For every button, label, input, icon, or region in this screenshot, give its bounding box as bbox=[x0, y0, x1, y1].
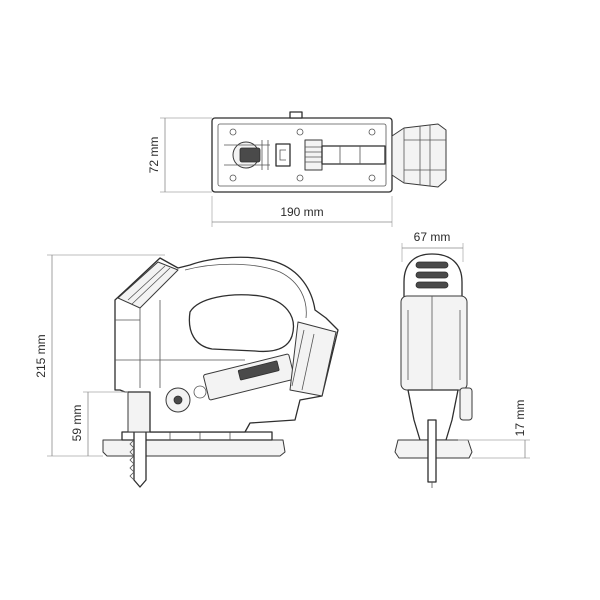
top-view-clamp-block bbox=[239, 147, 261, 163]
side-view-handle-grip-line bbox=[184, 263, 307, 319]
dimension-top-length: 190 mm bbox=[211, 196, 393, 227]
top-view-switch-lines bbox=[305, 146, 322, 163]
dimension-top-width: 72 mm bbox=[147, 117, 212, 193]
top-view-notch bbox=[289, 111, 303, 119]
dimension-label-front-base-height: 17 mm bbox=[513, 400, 527, 437]
front-view bbox=[394, 253, 473, 488]
side-view-knob-center bbox=[173, 395, 183, 405]
dimension-front-width: 67 mm bbox=[401, 230, 464, 262]
side-view-base-ribs bbox=[169, 432, 231, 440]
side-view-base-plate bbox=[102, 439, 286, 457]
side-view-handle-opening bbox=[188, 294, 294, 353]
side-view-battery-lines bbox=[291, 329, 315, 391]
top-view-inner-frame bbox=[217, 123, 387, 187]
top-view-bracket bbox=[275, 143, 291, 167]
side-view-blade-holder bbox=[127, 391, 151, 433]
top-view-switch bbox=[304, 139, 323, 171]
top-view-screw bbox=[368, 128, 376, 136]
top-view-handle bbox=[391, 123, 447, 188]
front-view-vent-slot bbox=[415, 281, 449, 289]
front-view-vent-slot bbox=[415, 261, 449, 269]
side-view-nose bbox=[117, 261, 179, 309]
dimension-side-height: 215 mm bbox=[34, 254, 165, 457]
side-view-motor-lines bbox=[115, 300, 245, 388]
front-view-vent-slot bbox=[415, 271, 449, 279]
side-view-battery bbox=[289, 321, 337, 397]
side-view-nose-lines bbox=[127, 265, 171, 305]
side-view bbox=[102, 256, 339, 488]
side-view-blade-teeth bbox=[129, 439, 135, 481]
top-view-handle-lines bbox=[403, 125, 446, 186]
top-view-screw bbox=[296, 174, 304, 182]
dimension-label-top-length: 190 mm bbox=[280, 205, 323, 219]
top-view-screw bbox=[296, 128, 304, 136]
dimension-label-front-width: 67 mm bbox=[414, 230, 451, 244]
extension-line bbox=[160, 117, 212, 193]
extension-line bbox=[47, 254, 165, 457]
front-view-battery-side bbox=[459, 387, 473, 421]
front-view-body-lines bbox=[407, 296, 461, 390]
side-view-lever bbox=[193, 385, 207, 399]
front-view-body bbox=[400, 295, 468, 391]
side-view-blade bbox=[133, 431, 147, 488]
dimension-label-side-height: 215 mm bbox=[34, 334, 48, 377]
front-view-blade bbox=[427, 419, 437, 483]
dimension-label-top-width: 72 mm bbox=[147, 137, 161, 174]
extension-line bbox=[401, 243, 464, 262]
dimension-label-blade-height: 59 mm bbox=[70, 405, 84, 442]
side-view-brand-badge bbox=[237, 360, 280, 381]
top-view-screw bbox=[229, 128, 237, 136]
extension-line bbox=[458, 439, 530, 459]
top-view-screw bbox=[229, 174, 237, 182]
top-view-screw bbox=[368, 174, 376, 182]
top-view-clamp-lines bbox=[224, 140, 270, 170]
top-view-channel bbox=[321, 145, 386, 165]
dimension-front-base-height: 17 mm bbox=[458, 400, 530, 459]
top-view-channel-lines bbox=[339, 146, 361, 164]
top-view bbox=[211, 111, 447, 193]
top-view-bracket-symbol bbox=[279, 149, 286, 161]
dimension-blade-height: 59 mm bbox=[70, 391, 128, 456]
